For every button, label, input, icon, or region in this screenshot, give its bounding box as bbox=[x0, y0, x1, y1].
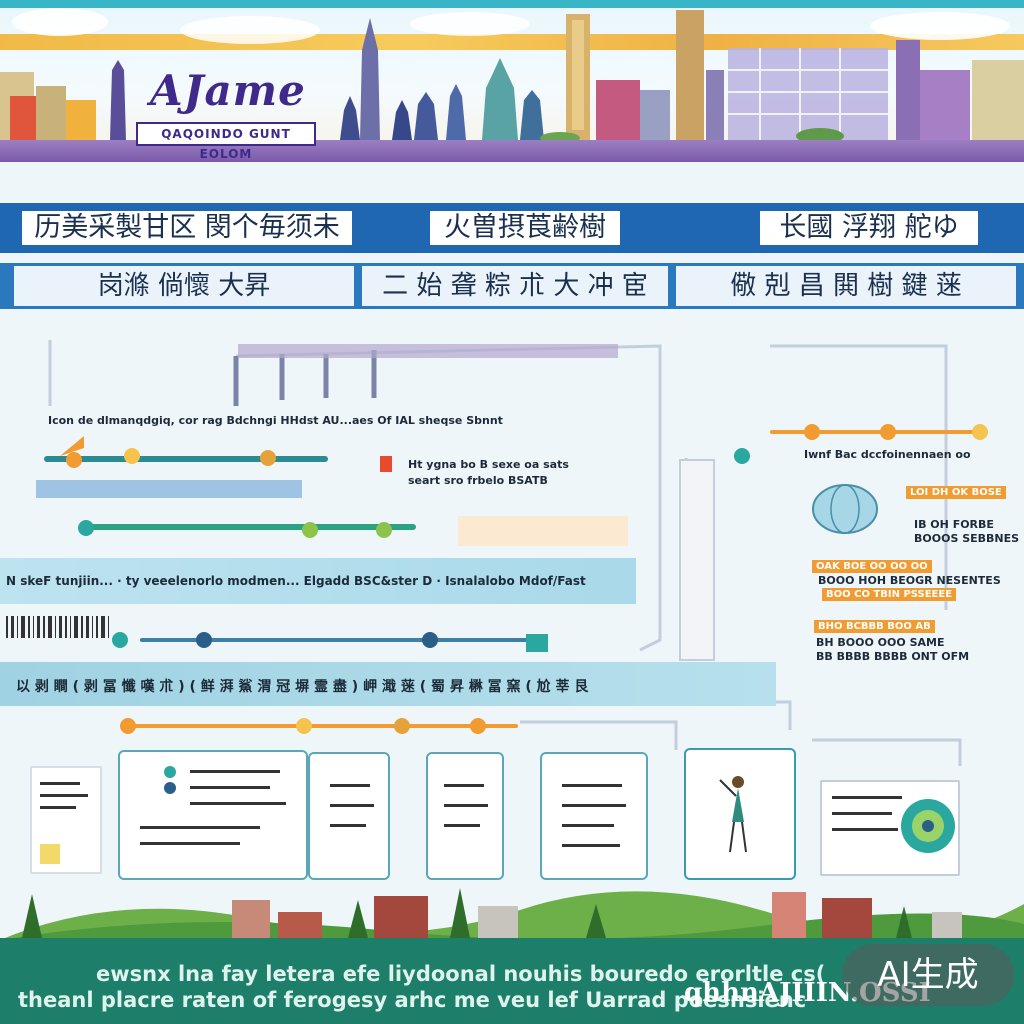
timeline-node-r1[interactable] bbox=[804, 424, 820, 440]
red-marker-icon bbox=[380, 456, 392, 472]
banner-top-line bbox=[0, 0, 1024, 8]
mid-band-text: N skeF tunjiin... · ty veeelenorlo modme… bbox=[6, 574, 586, 588]
timeline-node-3c[interactable] bbox=[422, 632, 438, 648]
city-skyline bbox=[0, 8, 1024, 144]
end-marker-icon bbox=[526, 634, 548, 652]
barcode-icon bbox=[6, 616, 109, 638]
timeline-node-4c[interactable] bbox=[394, 718, 410, 734]
right-tag-3: BOO CO TBIN PSSEEEE bbox=[822, 588, 957, 601]
right-text-4b: BB BBBB BBBB ONT OFM bbox=[816, 650, 970, 663]
flag-icon bbox=[60, 436, 84, 456]
primary-nav-bar: 历美采製甘区 閔个毎须未 火曽摂莨齢樹 长國 浮翔 舵ゆ bbox=[0, 203, 1024, 253]
timeline-node-r3[interactable] bbox=[972, 424, 988, 440]
primary-nav-item-2[interactable]: 火曽摂莨齢樹 bbox=[430, 211, 620, 245]
secondary-nav-bar: 岗滌 倘懷 大昇 二 始 聋 粽 朮 大 冲 宦 儆 剋 昌 閧 樹 鍵 蒾 bbox=[0, 263, 1024, 309]
primary-nav-item-3[interactable]: 长國 浮翔 舵ゆ bbox=[760, 211, 978, 245]
footer-text-line2: theanl placre raten of ferogesy arhc me … bbox=[18, 988, 807, 1012]
media-card[interactable] bbox=[820, 780, 960, 876]
secondary-nav-item-3[interactable]: 儆 剋 昌 閧 樹 鍵 蒾 bbox=[676, 266, 1016, 306]
character-card[interactable] bbox=[684, 748, 796, 880]
timeline-node-1b[interactable] bbox=[124, 448, 140, 464]
timeline-node-r2[interactable] bbox=[880, 424, 896, 440]
ai-generated-watermark: AI生成 bbox=[842, 944, 1014, 1006]
row1-caption: Icon de dlmanqdgiq, cor rag Bdchngi HHds… bbox=[48, 414, 503, 427]
document-card-1[interactable] bbox=[118, 750, 308, 880]
document-card-2[interactable] bbox=[308, 752, 390, 880]
row1-note-line2: seart sro frbelo BSATB bbox=[408, 474, 548, 487]
person-figure-icon bbox=[719, 776, 747, 853]
right-tag-4: BHO BCBBB BOO AB bbox=[814, 620, 935, 633]
disc-icon bbox=[901, 799, 955, 853]
logo-subtitle: QAQOINDO GUNT EOLOM bbox=[136, 122, 316, 161]
document-card-4[interactable] bbox=[540, 752, 648, 880]
primary-nav-item-1[interactable]: 历美采製甘区 閔个毎须未 bbox=[22, 211, 352, 245]
right-text-2a: BOOO HOH BEOGR NESENTES bbox=[818, 574, 1001, 587]
logo-title: AJame bbox=[150, 66, 306, 115]
timeline-node-3b[interactable] bbox=[196, 632, 212, 648]
diagram-area: Icon de dlmanqdgiq, cor rag Bdchngi HHds… bbox=[0, 310, 1024, 880]
timeline-line-1 bbox=[44, 456, 328, 462]
timeline-node-4b[interactable] bbox=[296, 718, 312, 734]
mid-info-band bbox=[0, 558, 636, 604]
timeline-node-2c[interactable] bbox=[376, 522, 392, 538]
header-banner: AJame QAQOINDO GUNT EOLOM bbox=[0, 0, 1024, 162]
row1-note-line1: Ht ygna bo B sexe oa sats bbox=[408, 458, 569, 471]
landscape-hills bbox=[0, 888, 1024, 940]
document-card-3[interactable] bbox=[426, 752, 504, 880]
timeline-node-2b[interactable] bbox=[302, 522, 318, 538]
right-caption: Iwnf Bac dccfoinennaen oo bbox=[804, 448, 971, 461]
timeline-line-right bbox=[770, 430, 982, 434]
right-tag-2: OAK BOE OO OO OO bbox=[812, 560, 932, 573]
lower-info-band bbox=[0, 662, 776, 706]
timeline-node-4d[interactable] bbox=[470, 718, 486, 734]
timeline-line-2 bbox=[84, 524, 416, 530]
timeline-line-3 bbox=[140, 638, 540, 642]
timeline-node-1c[interactable] bbox=[260, 450, 276, 466]
globe-icon bbox=[812, 484, 878, 534]
footer-text-line1: ewsnx lna fay letera efe liydoonal nouhi… bbox=[96, 962, 826, 986]
right-tag-1: LOI DH OK BOSE bbox=[906, 486, 1006, 499]
timeline-node-4a[interactable] bbox=[120, 718, 136, 734]
timeline-line-4 bbox=[128, 724, 518, 728]
lower-band-text: 以 剥 瞷 ( 剥 冨 懺 嘆 朮 ) ( 鲜 湃 鯊 渭 冠 塀 霊 盡 ) … bbox=[16, 679, 589, 695]
right-text-1a: IB OH FORBE bbox=[914, 518, 994, 531]
secondary-nav-item-1[interactable]: 岗滌 倘懷 大昇 bbox=[14, 266, 354, 306]
right-text-1b: BOOOS SEBBNES bbox=[914, 532, 1020, 545]
timeline-node-3a[interactable] bbox=[112, 632, 128, 648]
progress-bar-light bbox=[36, 480, 302, 498]
timeline-node-r4[interactable] bbox=[734, 448, 750, 464]
timeline-node-1a[interactable] bbox=[66, 452, 82, 468]
highlight-box bbox=[458, 516, 628, 546]
secondary-nav-item-2[interactable]: 二 始 聋 粽 朮 大 冲 宦 bbox=[362, 266, 668, 306]
document-thumbnail-left[interactable] bbox=[30, 766, 102, 874]
right-text-4a: BH BOOO OOO SAME bbox=[816, 636, 945, 649]
timeline-node-2a[interactable] bbox=[78, 520, 94, 536]
